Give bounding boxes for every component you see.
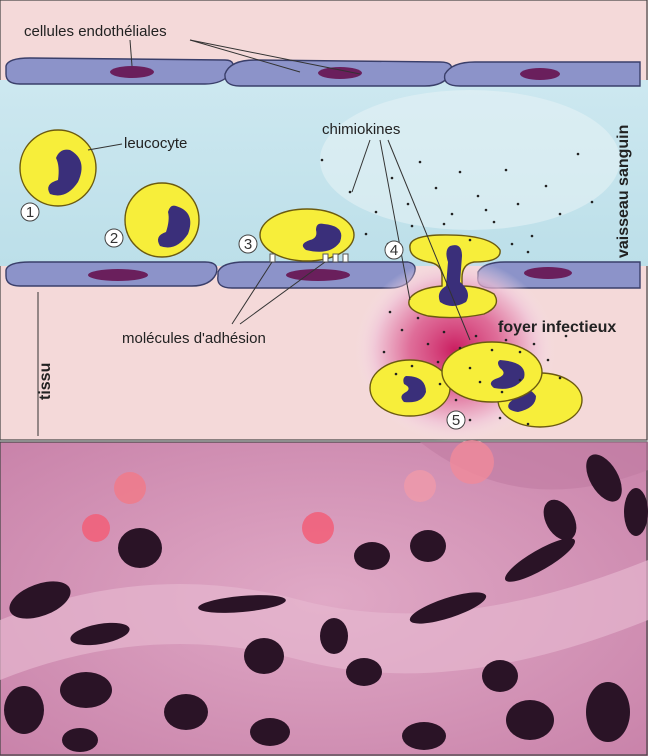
- svg-text:4: 4: [390, 242, 398, 259]
- endothelial-nucleus: [286, 269, 350, 281]
- label-blood-vessel: vaisseau sanguin: [615, 125, 632, 258]
- svg-text:3: 3: [244, 236, 252, 253]
- svg-text:2: 2: [110, 230, 118, 247]
- label-infection-site: foyer infectieux: [498, 319, 616, 336]
- label-tissue: tissu: [37, 363, 54, 400]
- leukocyte-step-3: [260, 209, 354, 261]
- endothelial-nucleus: [524, 267, 572, 279]
- histology-micrograph: [0, 440, 648, 756]
- leukocyte-step-2: [125, 183, 199, 257]
- label-adhesion-molecules: molécules d'adhésion: [122, 330, 266, 347]
- endothelial-nucleus: [88, 269, 148, 281]
- svg-text:1: 1: [26, 204, 34, 221]
- label-leukocyte: leucocyte: [124, 135, 187, 152]
- endothelial-nucleus: [110, 66, 154, 78]
- svg-text:5: 5: [452, 412, 460, 429]
- label-endothelial-cells: cellules endothéliales: [24, 23, 167, 40]
- leukocyte-step-1: [20, 130, 96, 206]
- label-chemokines: chimiokines: [322, 121, 400, 138]
- upper-endothelium: [6, 58, 640, 86]
- endothelial-nucleus: [520, 68, 560, 80]
- lower-endothelium: [6, 262, 640, 288]
